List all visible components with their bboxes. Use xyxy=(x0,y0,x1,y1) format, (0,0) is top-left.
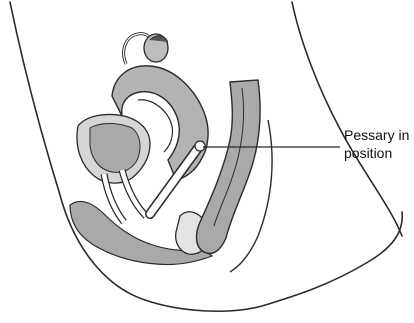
callout-line-2: position xyxy=(344,144,412,162)
callout-line-1: Pessary in xyxy=(344,126,412,144)
pessary-callout-label: Pessary in position xyxy=(344,126,412,162)
fallopian-tube-and-ovary xyxy=(124,34,168,64)
rectum xyxy=(197,80,260,253)
body-front-contour xyxy=(292,2,402,236)
